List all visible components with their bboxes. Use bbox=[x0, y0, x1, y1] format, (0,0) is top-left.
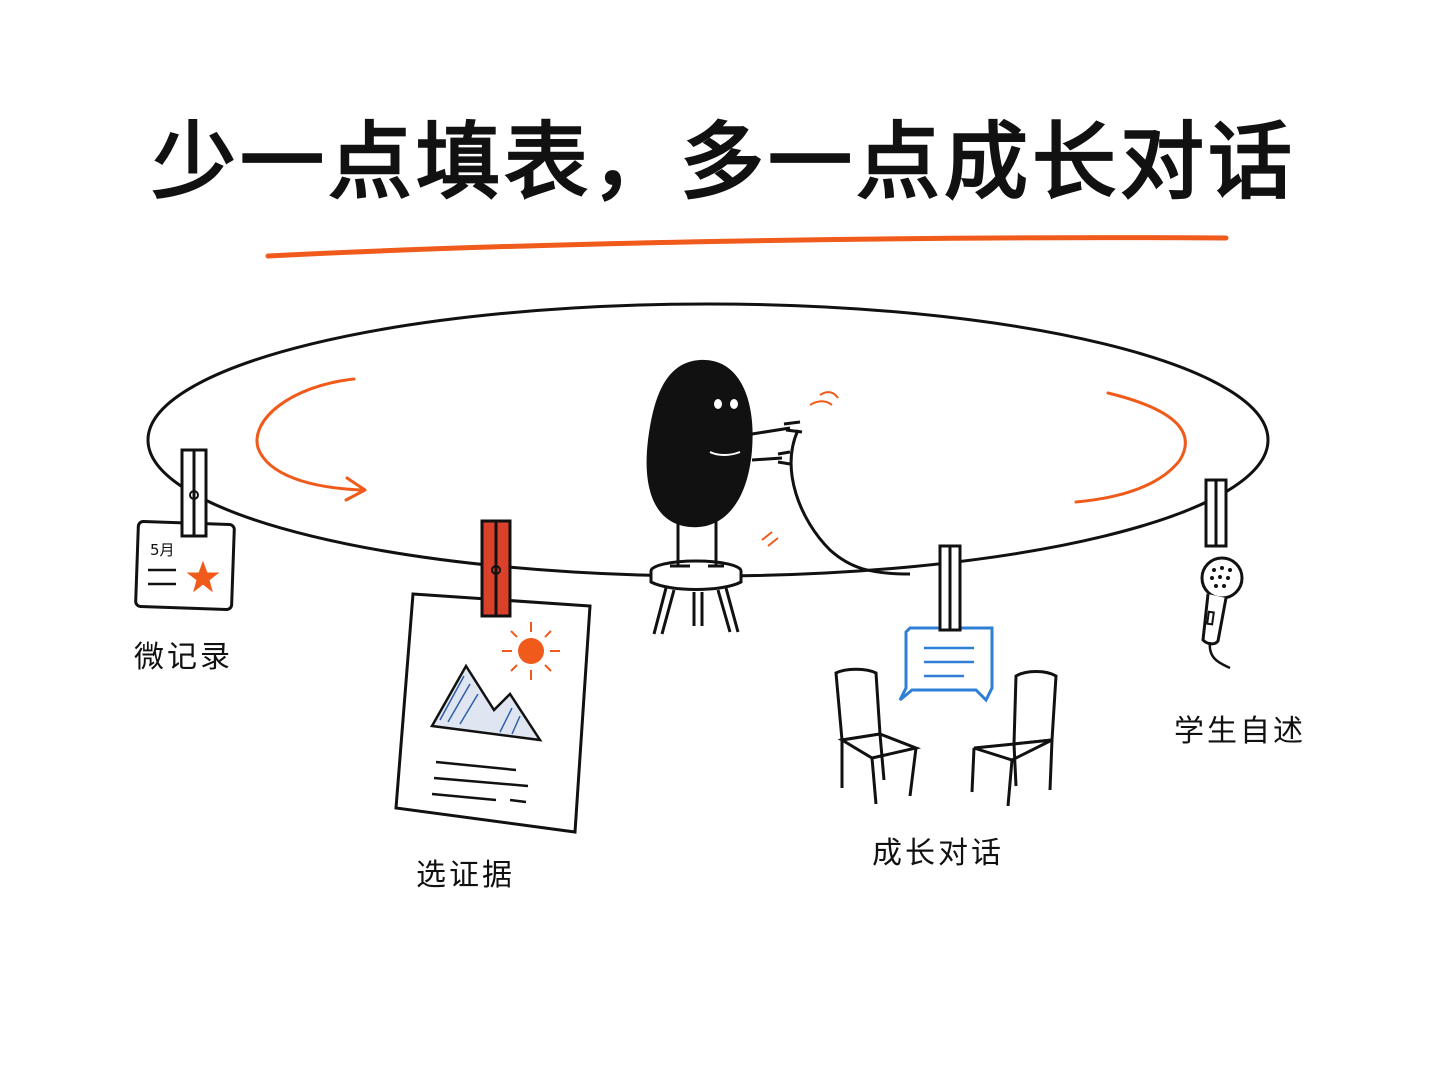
step-label-select-evidence: 选证据 bbox=[416, 858, 515, 893]
photo-document-icon bbox=[394, 592, 592, 834]
clothespin-1-icon bbox=[180, 448, 208, 538]
stool bbox=[649, 559, 743, 635]
left-cycle-arrow bbox=[255, 377, 364, 492]
rope bbox=[789, 429, 911, 576]
microphone-icon bbox=[1200, 556, 1244, 670]
chat-bubble-icon bbox=[898, 626, 994, 703]
left-chair-icon bbox=[834, 667, 922, 805]
page-title: 少一点填表，多一点成长对话 bbox=[151, 113, 1296, 211]
title-underline bbox=[265, 235, 1229, 259]
bean-character-icon bbox=[646, 359, 839, 568]
right-chair-icon bbox=[970, 670, 1058, 807]
clothespin-2-icon bbox=[480, 519, 512, 618]
left-arrow-head-icon bbox=[344, 476, 367, 502]
right-cycle-arrow bbox=[1074, 391, 1187, 504]
clothespin-3-icon bbox=[938, 544, 962, 632]
step-label-micro-record: 微记录 bbox=[134, 640, 233, 675]
calendar-month: 5月 bbox=[150, 541, 175, 559]
calendar-card-icon bbox=[134, 520, 236, 611]
step-label-growth-dialogue: 成长对话 bbox=[872, 836, 1004, 871]
step-label-student-self-report: 学生自述 bbox=[1174, 714, 1306, 749]
clothespin-4-icon bbox=[1204, 478, 1228, 548]
